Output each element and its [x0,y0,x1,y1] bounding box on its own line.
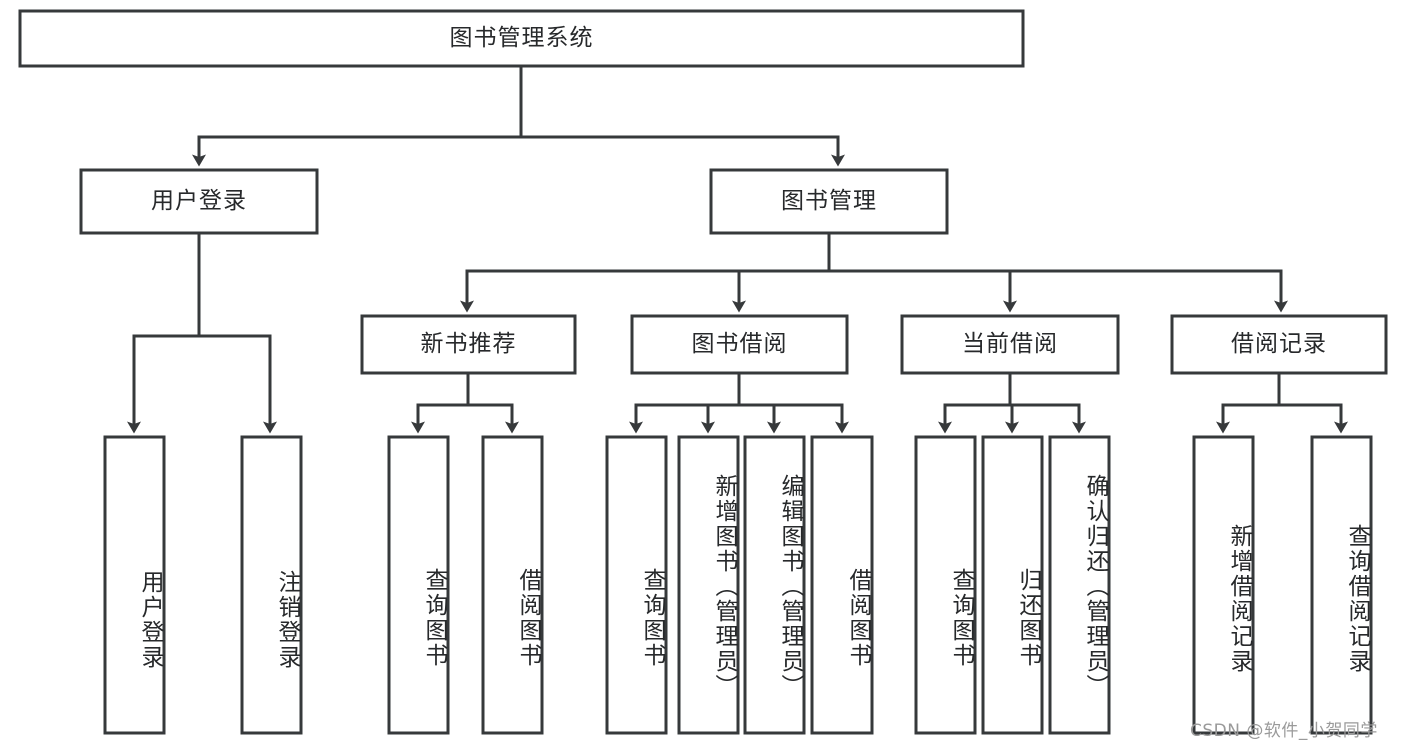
connector-userlogin-to-leaves [127,231,277,434]
node-leaf-add-borrow-record[interactable] [1192,435,1255,735]
node-new-book-recommend[interactable] [360,314,577,375]
node-book-management[interactable] [709,168,949,235]
node-leaf-query-book-3[interactable] [914,435,977,735]
node-leaf-user-login[interactable] [103,435,166,735]
node-leaf-query-book-2[interactable] [605,435,668,735]
node-leaf-query-book-1[interactable] [387,435,450,735]
connector-current-to-leaves [938,371,1086,434]
node-leaf-query-borrow-record[interactable] [1310,435,1373,735]
node-leaf-borrow-book-2[interactable] [810,435,874,735]
node-leaf-edit-book-admin[interactable] [743,435,806,735]
node-leaf-return-book[interactable] [981,435,1044,735]
node-current-borrow[interactable] [900,314,1120,375]
node-book-borrow[interactable] [630,314,849,375]
node-user-login[interactable] [79,168,319,235]
node-leaf-confirm-return-admin[interactable] [1048,435,1111,735]
connector-record-to-leaves [1216,371,1348,434]
connector-recommend-to-leaves [411,371,519,434]
node-root[interactable] [18,9,1025,68]
node-leaf-logout[interactable] [240,435,303,735]
node-leaf-add-book-admin[interactable] [677,435,740,735]
connector-root-to-level2 [192,64,845,167]
node-leaf-borrow-book-1[interactable] [481,435,544,735]
node-borrow-record[interactable] [1170,314,1388,375]
connector-bookmgmt-to-level3 [460,231,1288,313]
connector-borrow-to-leaves [629,371,849,434]
